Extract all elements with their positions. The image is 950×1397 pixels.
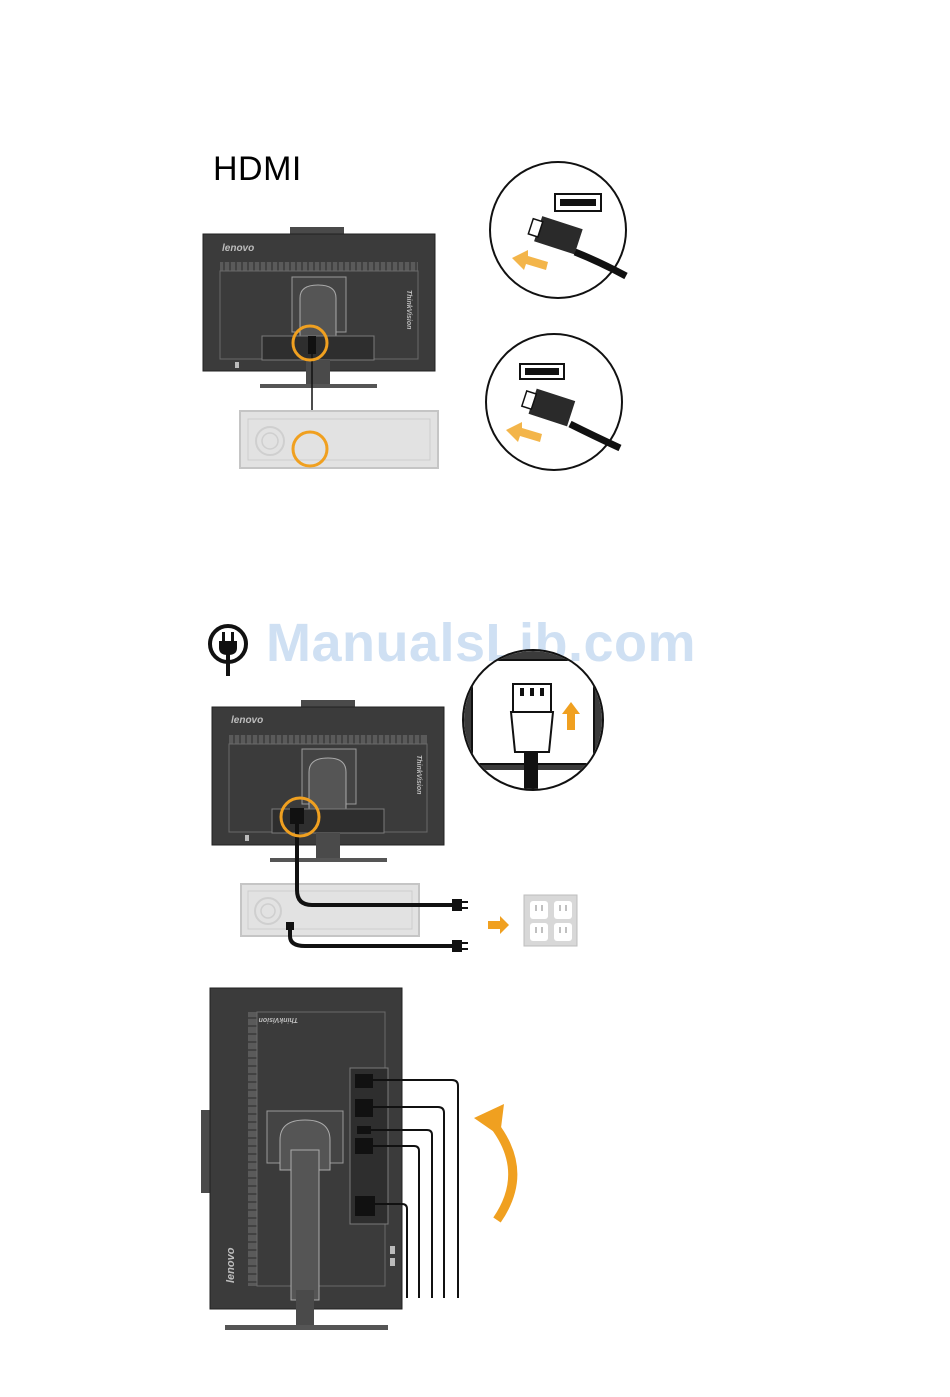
power-plug-icon xyxy=(210,626,246,676)
series-logo-2: ThinkVision xyxy=(415,755,422,794)
wall-outlet-icon xyxy=(524,895,577,946)
callout-hdmi-monitor-plug xyxy=(490,162,626,298)
brand-logo-1: lenovo xyxy=(222,243,254,254)
brand-logo-2: lenovo xyxy=(231,715,263,726)
callout-power-plug xyxy=(463,650,603,792)
series-logo-3: ThinkVision xyxy=(259,1016,298,1023)
callout-hdmi-computer-plug xyxy=(486,334,622,470)
figure-hdmi-monitor: lenovo Think xyxy=(203,227,438,468)
figure-rotated-monitor: ThinkVision lenovo xyxy=(201,988,513,1330)
brand-logo-3: lenovo xyxy=(225,1247,237,1283)
curved-arrow-icon xyxy=(474,1104,513,1220)
arrow-icon xyxy=(488,916,509,934)
series-logo-1: ThinkVision xyxy=(405,290,412,329)
